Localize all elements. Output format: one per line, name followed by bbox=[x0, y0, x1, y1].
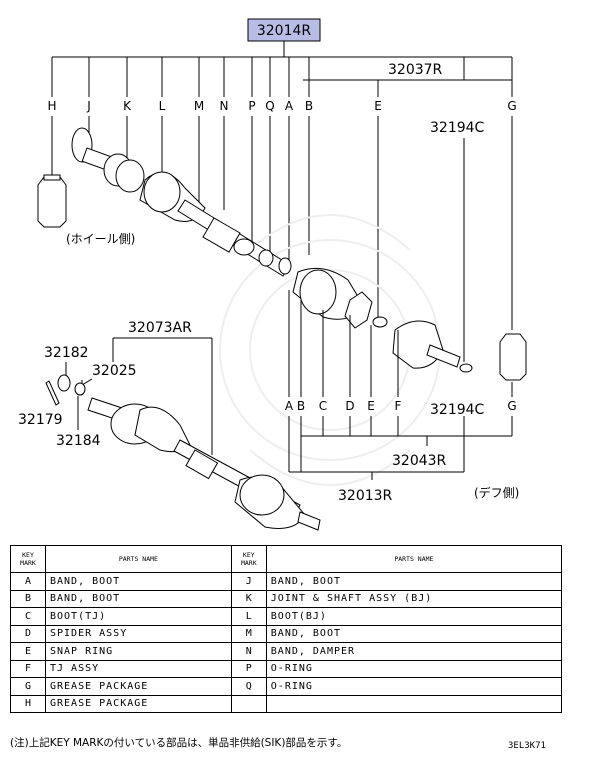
pin-label[interactable]: 32179 bbox=[18, 412, 63, 428]
legend-part-name[interactable]: BOOT(BJ) bbox=[265, 607, 563, 626]
legend-key: K bbox=[230, 589, 267, 608]
legend-part-name[interactable]: GREASE PACKAGE bbox=[45, 677, 232, 696]
legend-row: H GREASE PACKAGE bbox=[10, 694, 563, 713]
bottom-key-f: F bbox=[395, 399, 402, 413]
legend-key: C bbox=[10, 607, 46, 626]
grease-upper-label[interactable]: 32194C bbox=[430, 120, 485, 136]
parts-legend-table: KEY MARK PARTS NAME KEY MARK PARTS NAME … bbox=[10, 545, 563, 713]
legend-key: H bbox=[10, 694, 46, 713]
legend-part-name[interactable]: BAND, DAMPER bbox=[265, 642, 563, 661]
bottom-key-d: D bbox=[345, 399, 354, 413]
legend-key: N bbox=[230, 642, 267, 661]
legend-part-name[interactable]: BAND, BOOT bbox=[265, 572, 563, 591]
legend-key: D bbox=[10, 624, 46, 643]
parts-name-header: PARTS NAME bbox=[265, 545, 563, 573]
legend-key: L bbox=[230, 607, 267, 626]
footnote: (注)上記KEY MARKの付いている部品は、単品非供給(SIK)部品を示す。 bbox=[10, 737, 348, 749]
legend-key: F bbox=[10, 659, 46, 678]
legend-part-name[interactable]: JOINT & SHAFT ASSY (BJ) bbox=[265, 589, 563, 608]
legend-row: C BOOT(TJ) L BOOT(BJ) bbox=[10, 607, 563, 626]
sub-assy-inner-label[interactable]: 32037R bbox=[388, 62, 443, 78]
bottom-key-e: E bbox=[367, 399, 375, 413]
parts-name-header: PARTS NAME bbox=[45, 545, 232, 573]
bottom-key-g: G bbox=[507, 399, 516, 413]
legend-row: B BAND, BOOT K JOINT & SHAFT ASSY (BJ) bbox=[10, 589, 563, 608]
diff-side-label: (デフ側) bbox=[474, 485, 519, 500]
top-key-n: N bbox=[220, 99, 229, 113]
legend-part-name[interactable]: SPIDER ASSY bbox=[45, 624, 232, 643]
legend-key: A bbox=[10, 572, 46, 591]
top-key-q: Q bbox=[265, 99, 274, 113]
legend-part-name[interactable]: GREASE PACKAGE bbox=[45, 694, 232, 713]
figure-code: 3EL3K71 bbox=[508, 741, 546, 751]
washer2-label[interactable]: 32184 bbox=[56, 433, 101, 449]
legend-key: P bbox=[230, 659, 267, 678]
grease-package-g bbox=[499, 333, 527, 381]
nut-label[interactable]: 32182 bbox=[44, 345, 89, 361]
legend-part-name bbox=[265, 694, 563, 713]
top-key-e: E bbox=[374, 99, 382, 113]
top-key-m: M bbox=[194, 99, 204, 113]
legend-row: A BAND, BOOT J BAND, BOOT bbox=[10, 572, 563, 591]
main-part-number: 32014R bbox=[257, 23, 312, 39]
legend-part-name[interactable]: BOOT(TJ) bbox=[45, 607, 232, 626]
lower-bracket-lines bbox=[288, 416, 513, 480]
lower-drive-shaft[interactable] bbox=[45, 374, 321, 531]
bottom-key-leaders bbox=[288, 290, 513, 397]
legend-key: Q bbox=[230, 677, 267, 696]
top-key-leaders bbox=[51, 57, 513, 97]
legend-header-row: KEY MARK PARTS NAME KEY MARK PARTS NAME bbox=[10, 545, 563, 573]
legend-part-name[interactable]: O-RING bbox=[265, 677, 563, 696]
legend-part-name[interactable]: BAND, BOOT bbox=[265, 624, 563, 643]
legend-key: E bbox=[10, 642, 46, 661]
bottom-key-b: B bbox=[297, 399, 305, 413]
bottom-key-c: C bbox=[319, 399, 327, 413]
washer-label[interactable]: 32025 bbox=[92, 363, 137, 379]
legend-part-name[interactable]: O-RING bbox=[265, 659, 563, 678]
top-key-g: G bbox=[507, 99, 516, 113]
upper-drive-shaft[interactable] bbox=[37, 127, 527, 381]
legend-part-name[interactable]: TJ ASSY bbox=[45, 659, 232, 678]
legend-part-name[interactable]: BAND, BOOT bbox=[45, 572, 232, 591]
legend-part-name[interactable]: SNAP RING bbox=[45, 642, 232, 661]
legend-key: G bbox=[10, 677, 46, 696]
grease-lower-label[interactable]: 32194C bbox=[430, 402, 485, 418]
legend-key: B bbox=[10, 589, 46, 608]
top-key-l: L bbox=[159, 99, 166, 113]
second-assy-label[interactable]: 32073AR bbox=[128, 320, 192, 336]
legend-row: F TJ ASSY P O-RING bbox=[10, 659, 563, 678]
legend-part-name[interactable]: BAND, BOOT bbox=[45, 589, 232, 608]
top-key-b: B bbox=[305, 99, 313, 113]
part-leader-lines bbox=[51, 116, 513, 330]
bottom-key-a: A bbox=[285, 399, 294, 413]
top-key-a: A bbox=[285, 99, 294, 113]
top-key-k: K bbox=[123, 99, 132, 113]
top-key-h: H bbox=[47, 99, 56, 113]
exploded-parts-diagram: 32014R 32037R H J K L M N P Q A B E G bbox=[18, 18, 527, 531]
legend-row: D SPIDER ASSY M BAND, BOOT bbox=[10, 624, 563, 643]
sub-assy-lower-label[interactable]: 32013R bbox=[338, 488, 393, 504]
bottom-key-letters: A B C D E F G bbox=[285, 399, 517, 413]
sub-assy-outer-label[interactable]: 32043R bbox=[392, 453, 447, 469]
wheel-side-label: (ホイール側) bbox=[66, 232, 135, 246]
legend-key bbox=[230, 694, 267, 713]
top-key-p: P bbox=[248, 99, 255, 113]
key-mark-header: KEY MARK bbox=[10, 545, 46, 573]
legend-key: J bbox=[230, 572, 267, 591]
legend-row: G GREASE PACKAGE Q O-RING bbox=[10, 677, 563, 696]
top-key-j: J bbox=[86, 99, 91, 113]
legend-row: E SNAP RING N BAND, DAMPER bbox=[10, 642, 563, 661]
top-key-letters: H J K L M N P Q A B E G bbox=[47, 99, 516, 113]
legend-key: M bbox=[230, 624, 267, 643]
key-mark-header: KEY MARK bbox=[230, 545, 267, 573]
grease-package-h bbox=[37, 176, 67, 228]
